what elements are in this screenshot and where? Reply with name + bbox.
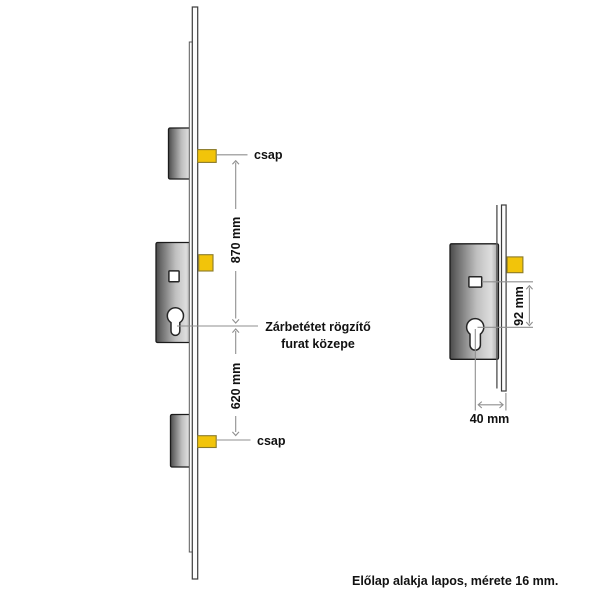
dim-92-arrow-up	[525, 284, 534, 290]
dim-620-label: 620 mm	[228, 362, 242, 409]
cylinder-keyhole	[166, 306, 185, 337]
top-pin	[197, 149, 217, 163]
dim-40-label: 40 mm	[469, 411, 510, 426]
dim-620	[231, 328, 240, 437]
detail-spindle-square-hole	[468, 275, 483, 288]
bottom-lock-case	[169, 413, 193, 468]
pin-label-bottom: csap	[257, 433, 286, 448]
detail-pin	[506, 256, 524, 274]
dim-620-arrow-down	[231, 431, 240, 437]
cylinder-note-line2: furat közepe	[281, 337, 355, 351]
dim-92-arrow-down	[525, 321, 534, 327]
faceplate	[191, 6, 199, 580]
spindle-square-hole	[168, 270, 180, 283]
dim-870-arrow-up	[231, 159, 240, 165]
dim-870-label: 870 mm	[228, 216, 242, 264]
dim-40-arrow-left	[477, 401, 483, 409]
pin-label-top: csap	[254, 148, 283, 162]
footer-note: Előlap alakja lapos, mérete 16 mm.	[352, 574, 559, 588]
dim-620-arrow-up	[231, 328, 240, 333]
detail-view	[449, 204, 534, 411]
dim-92-label: 92 mm	[511, 285, 526, 326]
dim-870	[231, 159, 240, 324]
dim-40-arrow-right	[499, 401, 504, 409]
cylinder-note-line1: Zárbetétet rögzítő	[265, 320, 371, 334]
middle-pin	[198, 254, 214, 272]
cylinder-note: Zárbetétet rögzítő furat közepe	[256, 319, 380, 353]
bottom-pin	[197, 435, 217, 449]
main-view	[155, 6, 258, 580]
dim-40	[474, 329, 507, 411]
dim-92	[477, 281, 534, 328]
detail-faceplate	[500, 204, 507, 392]
detail-lock-case	[449, 243, 500, 360]
dim-870-arrow-down	[231, 319, 240, 324]
